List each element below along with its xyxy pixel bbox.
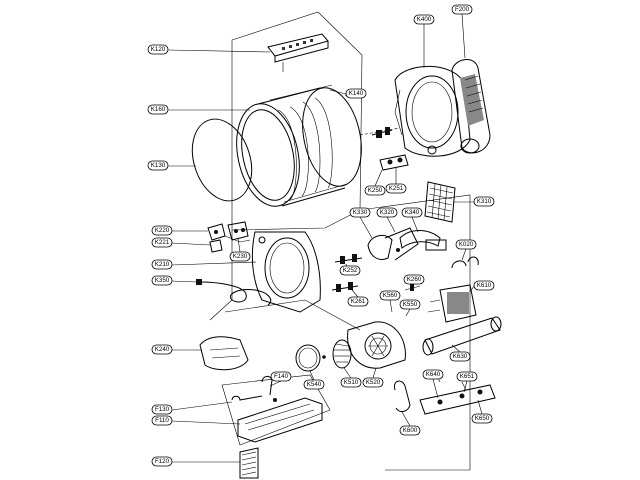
bearing-shaft-part	[371, 127, 393, 138]
label-f140: F140	[274, 373, 289, 380]
label-k550: K550	[403, 301, 418, 308]
label-k630: K630	[453, 353, 468, 360]
label-k310: K310	[477, 198, 492, 205]
label-k560: K560	[383, 292, 398, 299]
label-k330: K330	[353, 209, 368, 216]
callout-k540: K540	[303, 370, 325, 390]
callout-k610: K610	[469, 280, 495, 293]
label-k520: K520	[366, 379, 381, 386]
callout-k160: K160	[147, 104, 250, 115]
callout-k020: K020	[455, 239, 477, 261]
callout-k560: K560	[379, 290, 401, 313]
label-k251: K251	[389, 185, 404, 192]
door-switch-part	[207, 221, 251, 253]
callout-k210: K210	[151, 259, 257, 270]
label-f110: F110	[155, 417, 169, 424]
callout-k310: K310	[454, 196, 495, 207]
callout-k651: K651	[456, 371, 478, 393]
label-k240: K240	[155, 346, 170, 353]
callout-k640: K640	[422, 369, 444, 399]
label-k640: K640	[426, 371, 441, 378]
label-k540: K540	[307, 381, 322, 388]
callout-k520: K520	[362, 367, 384, 388]
fan-ring-part	[295, 344, 326, 372]
callout-k340: K340	[401, 207, 423, 233]
label-k650: K650	[475, 415, 490, 422]
lower-hardware-part	[393, 371, 496, 415]
assembly-outline	[209, 11, 471, 471]
callout-k230: K230	[229, 237, 251, 262]
callout-f140: F140	[269, 371, 292, 387]
callout-k320: K320	[376, 207, 398, 233]
callout-k630: K630	[449, 344, 471, 362]
idler-assembly-part	[367, 227, 447, 261]
callout-k260: K260	[403, 274, 425, 289]
callout-k550: K550	[399, 299, 421, 317]
roller-bracket-part	[379, 154, 409, 171]
label-k160: K160	[151, 106, 166, 113]
callout-k250: K250	[364, 169, 386, 196]
callout-k120: K120	[147, 44, 271, 55]
callout-k330: K330	[349, 207, 373, 239]
label-k600: K600	[403, 427, 418, 434]
power-cord-part	[196, 279, 272, 306]
label-k651: K651	[460, 373, 475, 380]
label-f200: F200	[455, 6, 470, 13]
callout-f200: F200	[451, 4, 473, 59]
label-k320: K320	[380, 209, 395, 216]
label-k350: K350	[155, 277, 170, 284]
callout-k240: K240	[151, 344, 202, 355]
lint-filter-part	[424, 181, 456, 223]
motor-part	[427, 256, 479, 323]
callout-k140: K140	[329, 88, 367, 99]
label-k610: K610	[477, 282, 492, 289]
label-k140: K140	[349, 90, 364, 97]
label-k261: K261	[351, 298, 366, 305]
callout-k221: K221	[151, 237, 211, 248]
callout-k600: K600	[399, 411, 421, 436]
callout-k220: K220	[151, 225, 208, 236]
label-k510: K510	[344, 379, 359, 386]
label-k340: K340	[405, 209, 420, 216]
callout-f130: F130	[151, 401, 233, 415]
label-k250: K250	[368, 187, 383, 194]
callout-k261: K261	[347, 289, 369, 307]
blower-housing-part	[347, 321, 406, 369]
callout-k252: K252	[339, 263, 361, 276]
callout-f120: F120	[151, 456, 240, 467]
callout-f110: F110	[151, 415, 241, 426]
callout-k350: K350	[151, 275, 197, 286]
fan-wheel-part	[332, 339, 352, 369]
stand-part	[239, 447, 259, 479]
label-k220: K220	[155, 227, 170, 234]
callout-k400: K400	[413, 14, 435, 68]
drawer-assembly-part	[231, 375, 323, 443]
base-bracket-part	[199, 336, 249, 371]
callout-k251: K251	[385, 167, 407, 194]
front-bulkhead-part	[251, 231, 321, 313]
label-k130: K130	[151, 162, 166, 169]
label-k210: K210	[155, 261, 170, 268]
rear-bulkhead-part	[394, 65, 471, 157]
label-k020: K020	[459, 241, 474, 248]
callout-k130: K130	[147, 160, 196, 171]
exhaust-duct-part	[451, 59, 491, 154]
label-k260: K260	[407, 276, 422, 283]
label-k252: K252	[343, 267, 358, 274]
label-f120: F120	[155, 458, 170, 465]
label-k230: K230	[233, 253, 248, 260]
blower-duct-part	[422, 316, 502, 356]
front-seal-ring	[191, 118, 253, 202]
callout-k650: K650	[471, 399, 493, 424]
label-f130: F130	[155, 406, 170, 413]
top-duct-part	[267, 33, 329, 72]
label-k120: K120	[151, 46, 166, 53]
drum-part	[236, 84, 362, 207]
label-k400: K400	[417, 16, 432, 23]
label-k221: K221	[155, 239, 170, 246]
callout-k510: K510	[340, 367, 362, 388]
